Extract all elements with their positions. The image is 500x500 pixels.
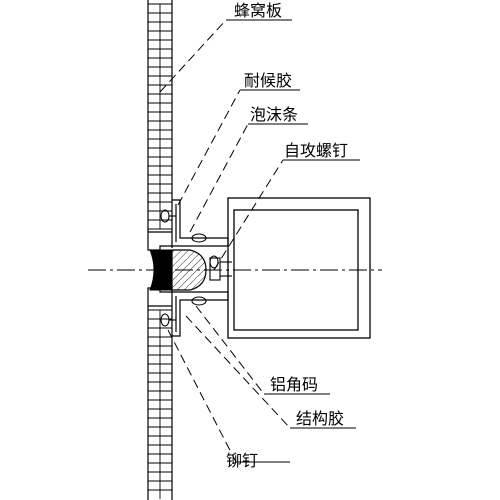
steel-tube xyxy=(227,197,371,339)
label-structural-adhesive: 结构胶 xyxy=(296,409,344,428)
label-weather-sealant: 耐候胶 xyxy=(244,71,292,90)
honeycomb-panel-upper xyxy=(147,0,173,248)
self-tapping-screw xyxy=(209,257,232,281)
aluminum-angle-upper xyxy=(172,199,229,247)
label-rivet: 铆钉 xyxy=(226,451,258,470)
rivets xyxy=(160,209,176,327)
leader-lines xyxy=(159,19,291,463)
label-underlines xyxy=(226,19,360,463)
label-foam-strip: 泡沫条 xyxy=(250,105,298,124)
label-self-tapping-screw: 自攻螺钉 xyxy=(284,141,348,160)
aluminum-angle-lower xyxy=(172,291,229,337)
honeycomb-panel-lower xyxy=(147,290,173,500)
label-honeycomb-panel: 蜂窝板 xyxy=(234,1,282,20)
label-aluminum-angle: 铝角码 xyxy=(270,375,318,394)
structural-adhesive xyxy=(191,233,219,306)
